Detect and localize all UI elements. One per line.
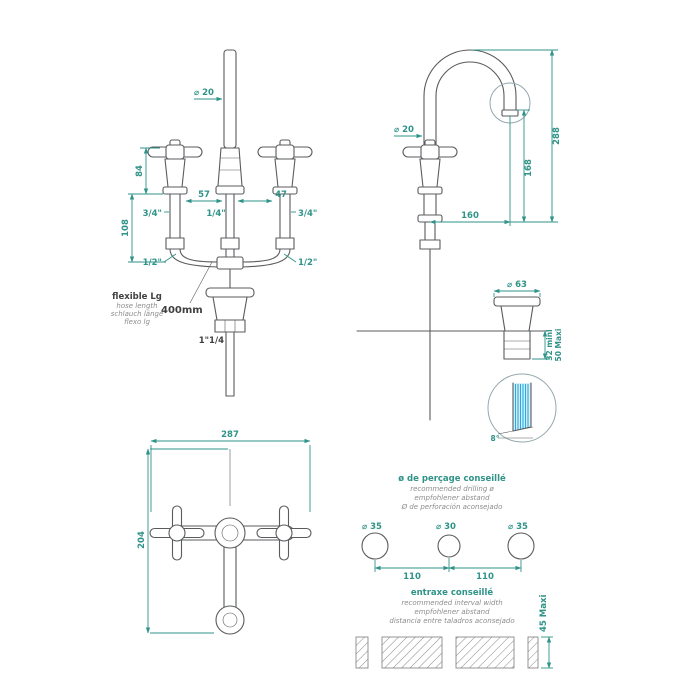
side-spout-dia-label: ⌀ 20 [394,125,414,135]
dim-160-label: 160 [461,211,479,221]
popup-waste-flange [205,287,255,298]
drain-max-label: 50 Maxi [554,329,563,362]
side-view: ⌀ 20 288 168 160 ⌀ 63 32 mini 50 Maxi [356,49,563,421]
drilling-title-de: empfohlener abstand [414,494,490,502]
left-thread-label: 3/4" [143,209,162,219]
front-faucet-drawing [147,49,313,397]
dim-287-label: 287 [221,430,239,440]
right-cross-handle [257,139,313,195]
dim-63-label: ⌀ 63 [507,280,527,290]
plan-view: 287 204 [137,430,312,635]
hole-center-label: ⌀ 30 [436,522,456,532]
left-flex-hose [169,248,219,268]
front-spout-tube [223,49,237,149]
plan-dimensions: 287 204 [137,430,311,634]
interval-es: distancia entre taladros aconsejado [389,617,514,625]
hole-left [361,532,389,560]
spout-detail-view: 8° [487,373,557,443]
gooseneck-spout-outer [423,49,517,149]
front-dimensions: ⌀ 20 84 108 57 47 1/4" 3/4" 3/4" 1/2" 1/… [111,88,318,346]
spacing-right-label: 110 [476,572,494,582]
side-cross-handle [402,139,458,195]
dim-108-label: 108 [121,219,131,237]
side-faucet-drawing [356,49,549,421]
side-dimensions: ⌀ 20 288 168 160 ⌀ 63 32 mini 50 Maxi [394,49,563,362]
right-conn-label: 1/2" [298,258,317,268]
plan-body [214,517,246,549]
dim-57-label: 57 [198,190,210,200]
right-thread-label: 3/4" [298,209,317,219]
flexible-es: flexo lg [124,318,150,326]
dim-84-label: 84 [135,165,145,177]
flexible-de: schlauch länge [111,310,164,318]
interval-title: entraxe conseillé [411,587,494,598]
front-spout-dia-label: ⌀ 20 [194,88,214,98]
aerator-tip [501,109,519,117]
detail-circle [487,373,557,443]
flexible-en: hose length [116,302,157,310]
drain-min-label: 32 mini [545,329,554,360]
flexible-title: flexible Lg [112,292,162,302]
front-spout-body [217,147,243,187]
drain-thread-label: 1"1/4 [199,336,224,346]
dim-47-label: 47 [275,190,287,200]
right-flex-hose [241,248,291,268]
interval-en: recommended interval width [401,599,502,607]
tee-fitting [216,256,244,270]
hole-center [437,534,461,558]
hole-left-label: ⌀ 35 [362,522,382,532]
left-conn-label: 1/2" [143,258,162,268]
drilling-title: ø de perçage conseillé [398,473,506,484]
drain-tailpipe [225,331,235,397]
hole-right [507,532,535,560]
thickness-max-label: 45 Maxi [539,595,549,632]
plan-faucet-drawing [149,449,312,635]
side-drain-flange [493,296,541,307]
drilling-title-es: Ø de perforación aconsejado [401,503,503,511]
tip-angle-label: 8° [491,434,500,443]
flexible-value: 400mm [161,305,203,316]
center-thread-label: 1/4" [206,209,225,219]
drilling-title-en: recommended drilling ø [410,485,494,493]
dim-168-label: 168 [524,159,534,177]
dim-204-label: 204 [137,531,147,549]
hole-right-label: ⌀ 35 [508,522,528,532]
spacing-left-label: 110 [403,572,421,582]
interval-de: empfohlener abstand [414,608,490,616]
drilling-diagram: ø de perçage conseillé recommended drill… [355,473,553,669]
dim-288-label: 288 [552,127,562,145]
front-view: ⌀ 20 84 108 57 47 1/4" 3/4" 3/4" 1/2" 1/… [111,49,318,397]
plan-spout-end [215,605,245,635]
countertop-section [355,636,539,669]
